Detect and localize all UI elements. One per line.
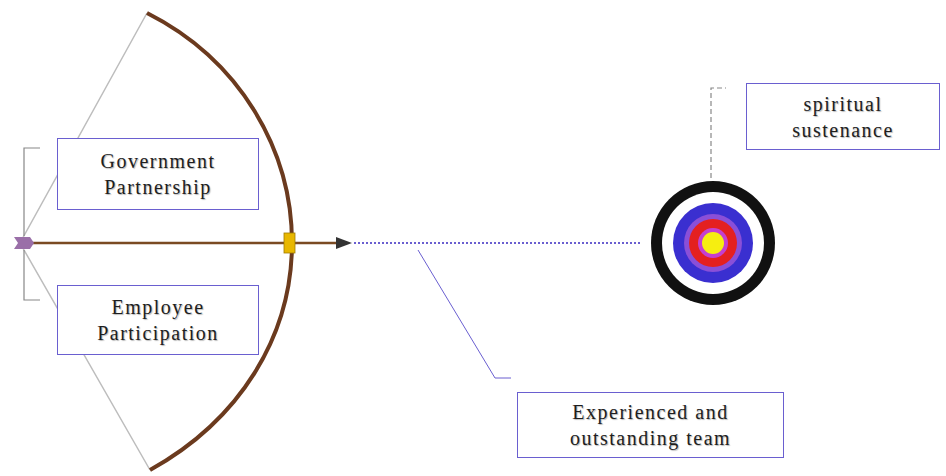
callout-text: Government Partnership <box>68 148 248 200</box>
callout-box: spiritual sustenance <box>746 83 940 150</box>
callout-text: Employee Participation <box>68 294 248 346</box>
arrow-fletching <box>14 237 34 249</box>
bow-grip <box>284 233 295 253</box>
target <box>651 181 775 305</box>
callout-box: Employee Participation <box>57 285 259 355</box>
leader-line <box>24 148 40 236</box>
arrow-head <box>336 237 352 249</box>
flight-path <box>354 242 642 244</box>
leader-line <box>418 250 511 378</box>
leader-line <box>711 88 726 178</box>
bow-limb <box>147 13 292 470</box>
callout-text: Experienced and outstanding team <box>528 399 773 451</box>
leader-line <box>24 250 40 300</box>
callout-box: Government Partnership <box>57 138 259 210</box>
callout-box: Experienced and outstanding team <box>517 392 784 458</box>
callout-text: spiritual sustenance <box>757 91 929 143</box>
bow-string <box>20 13 150 470</box>
